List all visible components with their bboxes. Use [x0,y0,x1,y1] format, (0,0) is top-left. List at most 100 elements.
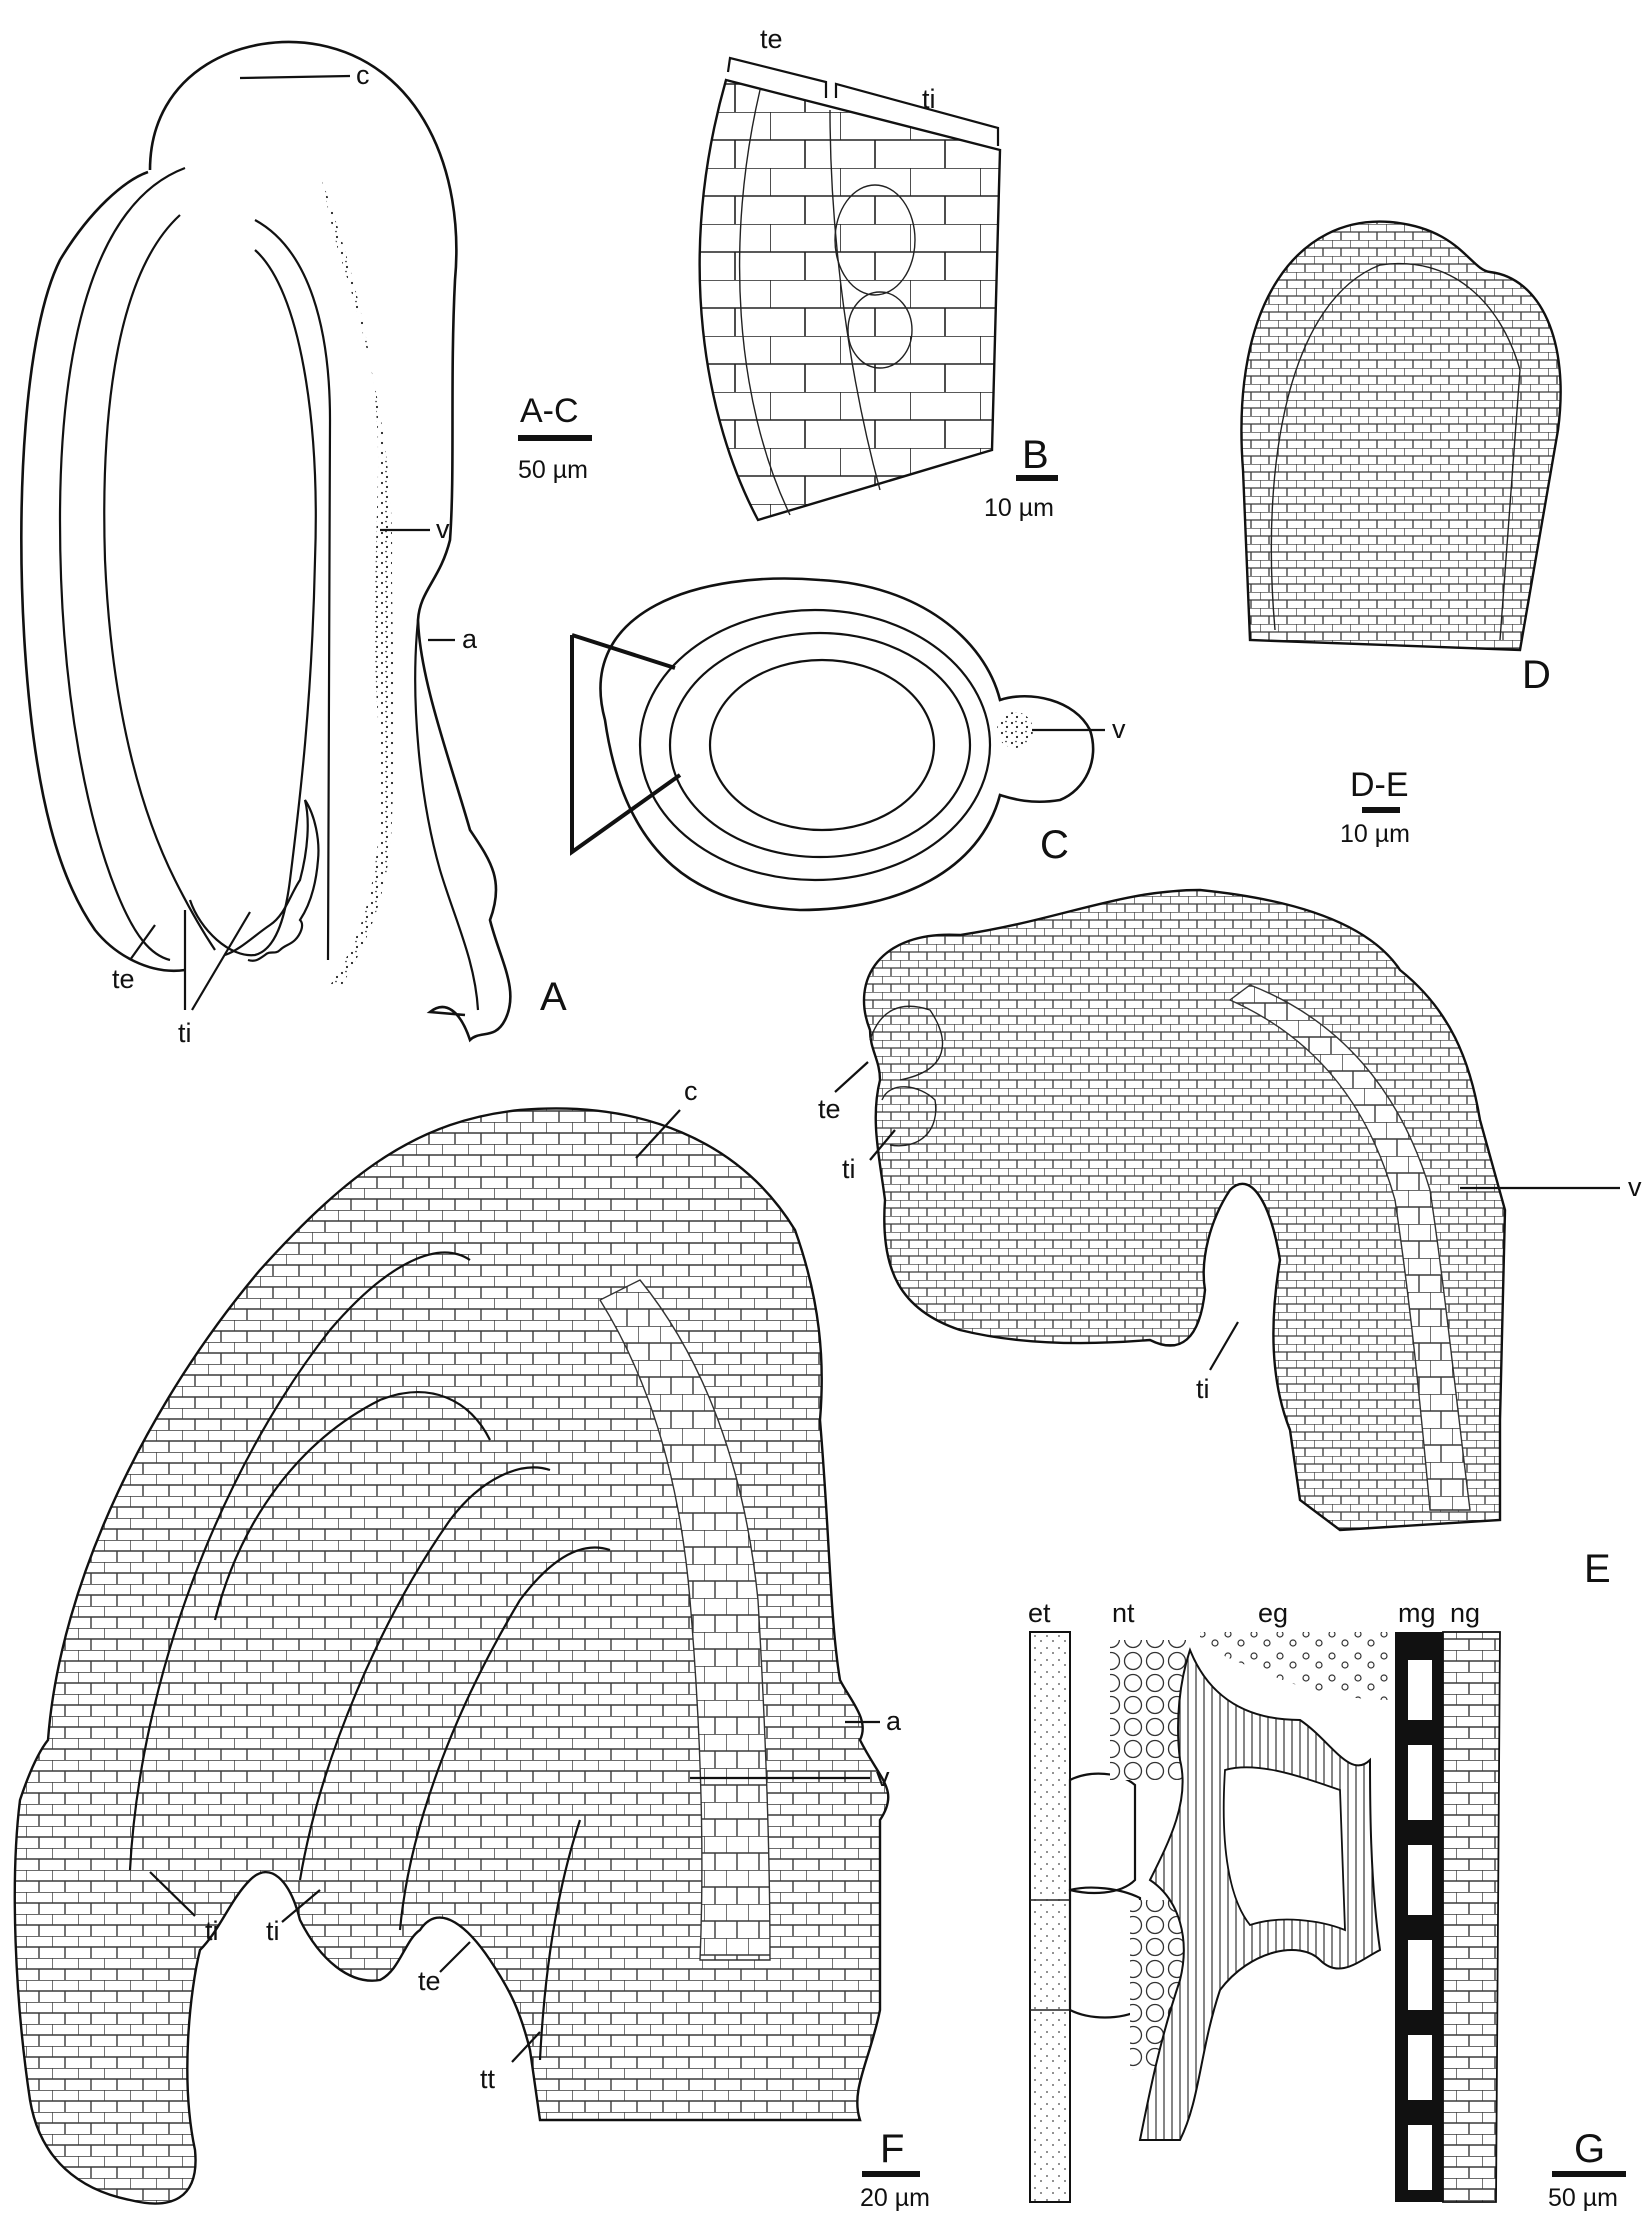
scale-bar-f-value: 20 µm [860,2184,930,2212]
scale-bar-b: B 10 µm [984,433,1058,522]
panel-g-label-ng: ng [1450,1598,1480,1628]
scale-bar-d-e-value: 10 µm [1340,820,1410,848]
panel-a-left-contour [20,170,186,973]
panel-b-bracket-te [726,56,828,98]
panel-c-vascular-bundle [997,712,1033,748]
panel-f-leader-te [439,1941,471,1973]
panel-a-embryo-sac [188,249,317,957]
panel-c-label-v: v [1112,714,1126,744]
panel-f-outer-integument-edge [128,1251,471,1871]
panel-g-exotesta [1029,1631,1071,2203]
scale-bar-d-e: D-E 10 µm [1340,766,1410,848]
panel-f-label-ti-1: ti [205,1916,219,1946]
panel-f-vascular-strand [598,1279,771,1961]
panel-f-leader-c [635,1109,681,1159]
scale-bar-a-c-group: A-C [520,392,579,430]
panel-e-label-v: v [1628,1172,1642,1202]
panel-c-outer-outline [599,577,1095,912]
panel-a-label-a: a [462,624,478,654]
panel-f-label-a: a [886,1706,902,1736]
panel-a-label-c: c [356,60,370,90]
panel-a-inner-integument [103,214,216,951]
panel-b-label-ti: ti [922,84,936,114]
panel-g-seed-coat-layers: et nt eg mg ng [1028,1598,1501,2203]
panel-f-letter: F [880,2127,904,2171]
panel-g-outer-layer [1442,1631,1501,2203]
panel-g-letter: G [1574,2127,1605,2171]
panel-e-label-ti-1: ti [842,1154,856,1184]
panel-g-label-et: et [1028,1598,1051,1628]
panel-a-funiculus [414,619,480,1011]
scale-bar-d-e-group: D-E [1350,766,1409,804]
panel-b-large-cell-2 [847,291,913,369]
panel-b-integument-cells: te ti [698,24,1002,522]
panel-b-label-te: te [760,24,783,54]
scale-bar-f: F 20 µm [860,2127,930,2212]
panel-d-dermal-layer [1270,263,1521,641]
panel-b-epidermis-line [738,89,791,516]
panel-a-outer-integument [58,166,186,962]
scale-bar-b-value: 10 µm [984,494,1054,522]
panel-a-label-ti: ti [178,1018,192,1048]
panel-f-leader-ti-2 [281,1889,321,1923]
panel-g-mesotesta-cell-1 [1068,1772,1137,1895]
panel-f-inner-integument-edge-3 [398,1546,611,1931]
panel-f-label-c: c [684,1076,698,1106]
panel-a-label-v: v [436,514,450,544]
panel-f-label-ti-2: ti [266,1916,280,1946]
panel-f-leader-ti-1 [149,1871,196,1917]
panel-a-vascular-bundle [322,180,394,985]
panel-b-tissue [698,78,1002,522]
panel-f-inner-integument-edge-2 [298,1466,551,1881]
panel-f-tissue-boundary [538,1819,582,2061]
panel-f-label-v: v [876,1762,890,1792]
panel-g-label-mg: mg [1398,1598,1436,1628]
panel-f-mature-ovule-cells: c a v ti ti te tt [13,1076,902,2205]
panel-c-outer-integument [638,608,992,882]
panel-a-leader-ti-2 [191,911,251,1011]
panel-g-label-nt: nt [1112,1598,1135,1628]
panel-a-letter: A [540,975,567,1019]
panel-g-label-eg: eg [1258,1598,1288,1628]
panel-a-inner-wall [254,219,332,961]
panel-a-longitudinal-ovule-outline: c v a te ti A [20,40,567,1048]
panel-e-leader-ti-2 [1209,1321,1239,1371]
panel-e-letter: E [1584,1547,1611,1591]
panel-e-label-te: te [818,1094,841,1124]
panel-f-inner-integument-edge [213,1391,491,1621]
panel-e-leader-ti-1 [869,1129,896,1161]
panel-e-developing-ovule: te ti v ti E [818,888,1642,1591]
panel-f-label-te: te [418,1966,441,1996]
panel-c-letter: C [1040,823,1069,867]
panel-a-label-te: te [112,964,135,994]
panel-d-ovule-primordium: D [1240,220,1562,697]
panel-e-label-ti-2: ti [1196,1374,1210,1404]
panel-e-inner-integument-lobe [881,1086,937,1147]
panel-c-sector-triangle [570,633,682,856]
panel-b-bracket-ti [834,82,1000,146]
panel-e-leader-te [834,1061,869,1093]
panel-a-micropyle-lobe [224,799,320,962]
panel-c-embryo-sac [708,658,936,832]
panel-g-endosperm-granules [1200,1632,1390,1700]
panel-g-lumen [1222,1766,1346,1932]
panel-d-tissue [1240,220,1562,652]
scale-bar-g-value: 50 µm [1548,2184,1618,2212]
panel-c-inner-integument [668,631,972,859]
panel-f-label-tt: tt [480,2064,496,2094]
panel-g-nucellus-top [1110,1640,1190,1780]
panel-g-mesotesta-cell-2 [1068,1886,1142,2019]
panel-a-leader-c [239,74,351,80]
panel-g-exotesta-divisions [1030,1899,1070,2011]
panel-a-leader-te [129,924,156,961]
panel-g-mechanical-cell-lumina [1408,1660,1432,2190]
panel-f-leader-tt [511,2031,541,2063]
panel-b-large-cell-1 [834,184,916,296]
panel-e-outer-integument-lobe [869,1005,944,1081]
panel-d-letter: D [1522,653,1551,697]
panel-g-mechanical-layer [1395,1632,1443,2202]
panel-e-elongated-cells [1228,984,1471,1511]
scale-bar-a-c-value: 50 µm [518,456,588,484]
